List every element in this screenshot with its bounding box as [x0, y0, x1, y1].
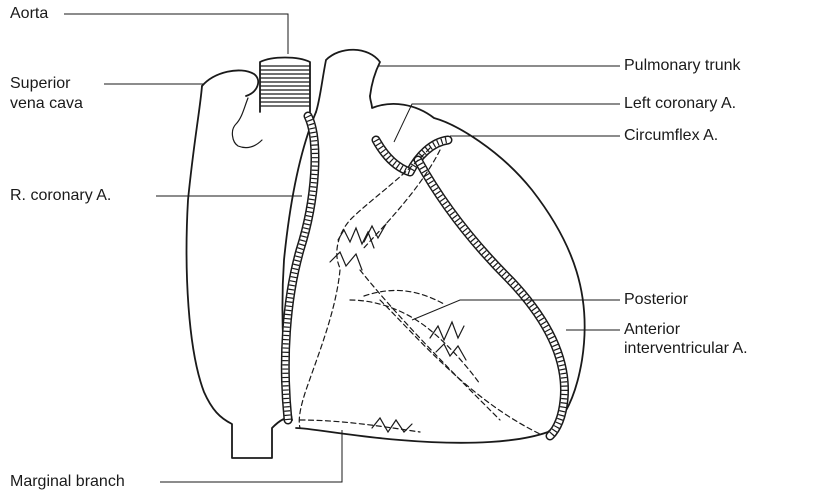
label-anterior-line1: Anterior [624, 321, 680, 339]
superior-vena-cava-shape [187, 86, 292, 458]
leader-aorta [64, 14, 288, 54]
label-right-coronary: R. coronary A. [10, 187, 111, 205]
left-coronary-vessel-inner [376, 140, 448, 172]
label-left-coronary: Left coronary A. [624, 95, 736, 113]
aorta-ribs [261, 66, 309, 106]
label-marginal-branch: Marginal branch [10, 473, 125, 491]
superior-vena-cava-opening [202, 70, 258, 96]
label-anterior-line2: interventricular A. [624, 340, 748, 358]
label-superior-vena-cava-line2: vena cava [10, 95, 83, 113]
label-superior-vena-cava-line1: Superior [10, 75, 70, 93]
leader-marginal-branch [160, 430, 342, 482]
posterior-capillary-tufts [330, 224, 466, 432]
label-circumflex: Circumflex A. [624, 127, 718, 145]
heart-outline [296, 96, 585, 443]
label-aorta: Aorta [10, 5, 48, 23]
label-posterior: Posterior [624, 291, 688, 309]
right-atrium-bulge [232, 98, 262, 148]
leader-lines [64, 14, 620, 482]
anterior-interventricular-vessel [418, 160, 565, 436]
posterior-branches [299, 148, 540, 434]
leader-posterior [412, 300, 620, 320]
label-pulmonary-trunk: Pulmonary trunk [624, 57, 741, 75]
